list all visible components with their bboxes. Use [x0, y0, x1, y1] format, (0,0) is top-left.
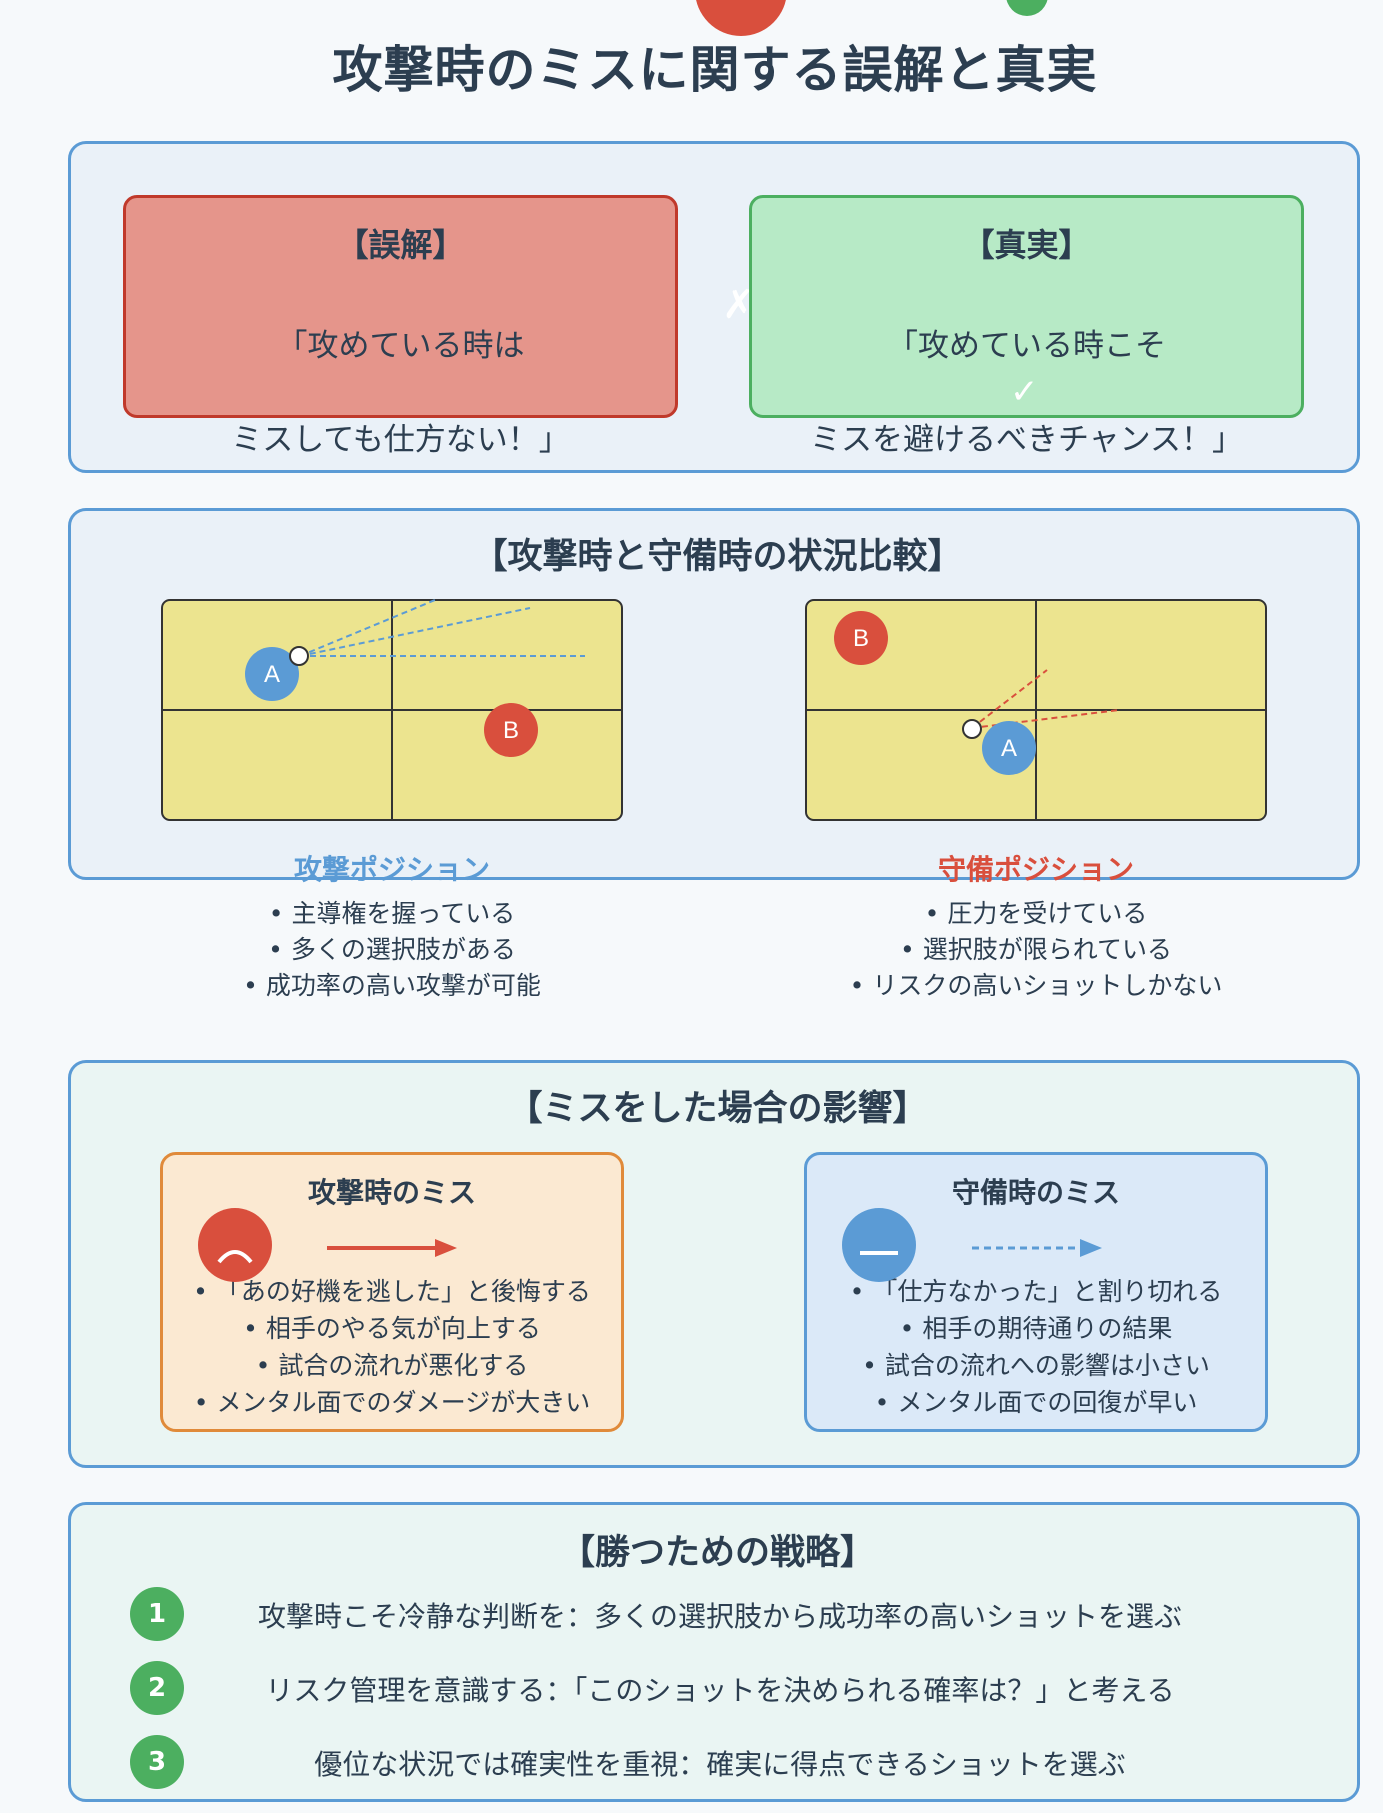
attack-miss-heading: 攻撃時のミス [307, 1176, 476, 1209]
check-icon: ✓ [1010, 372, 1039, 412]
arrow-right-icon [327, 1239, 457, 1257]
list-item: 選択肢が限られている [806, 932, 1266, 968]
misconception-line-1: 「攻めている時は [276, 328, 525, 364]
truth-card: 【真実】 「攻めている時こそ ミスを避けるべきチャンス！」 [749, 195, 1304, 458]
list-item: 成功率の高い攻撃が可能 [162, 968, 622, 1004]
truth-line-1: 「攻めている時こそ [887, 328, 1166, 364]
strategy-title: 【勝つための戦略】 [559, 1533, 875, 1573]
list-item: 試合の流れが悪化する [163, 1347, 621, 1384]
attack-miss-bullets: 「あの好機を逃した」と後悔する 相手のやる気が向上する 試合の流れが悪化する メ… [163, 1273, 621, 1421]
list-item: 「あの好機を逃した」と後悔する [163, 1273, 621, 1310]
attack-player-b-label: B [503, 717, 519, 744]
step-text: 優位な状況では確実性を重視：確実に得点できるショットを選ぶ [314, 1748, 1126, 1781]
list-item: 相手のやる気が向上する [163, 1310, 621, 1347]
list-item: 多くの選択肢がある [162, 932, 622, 968]
step-text: リスク管理を意識する：「このショットを決められる確率は？」と考える [265, 1674, 1175, 1707]
attack-court-diagram: A B [161, 599, 623, 821]
attack-position-label: 攻撃ポジション [293, 853, 490, 886]
misconception-card: 【誤解】 「攻めている時は ミスしても仕方ない！」 [123, 195, 678, 458]
shuttle-icon [289, 646, 309, 666]
defense-miss-card: 守備時のミス 「仕方なかった」と割り切れる 相手の期待通りの結果 試合の流れへの… [804, 1152, 1268, 1432]
decorative-green-circle [1006, 0, 1048, 16]
sad-face-icon [198, 1208, 272, 1282]
step-number-badge: 2 [130, 1661, 184, 1715]
truth-heading: 【真実】 [962, 226, 1091, 264]
defense-shot-line [971, 669, 1048, 729]
attack-position-bullets: 主導権を握っている 多くの選択肢がある 成功率の高い攻撃が可能 [162, 896, 622, 1004]
misconception-heading: 【誤解】 [336, 226, 465, 264]
list-item: 圧力を受けている [806, 896, 1266, 932]
attack-player-b [484, 703, 538, 757]
list-item: メンタル面でのダメージが大きい [163, 1384, 621, 1421]
step-number-badge: 3 [130, 1735, 184, 1789]
attack-miss-card: 攻撃時のミス 「あの好機を逃した」と後悔する 相手のやる気が向上する 試合の流れ… [160, 1152, 624, 1432]
impact-title: 【ミスをした場合の影響】 [507, 1089, 928, 1129]
list-item: 相手の期待通りの結果 [807, 1310, 1265, 1347]
attack-shot-line [299, 599, 436, 657]
attack-player-a [245, 647, 299, 701]
step-text: 攻撃時こそ冷静な判断を：多くの選択肢から成功率の高いショットを選ぶ [257, 1600, 1182, 1633]
neutral-face-icon [842, 1208, 916, 1282]
defense-player-a-label: A [1001, 735, 1017, 762]
strategy-step: 2 リスク管理を意識する：「このショットを決められる確率は？」と考える [130, 1661, 1230, 1721]
list-item: 試合の流れへの影響は小さい [807, 1347, 1265, 1384]
defense-player-a [982, 721, 1036, 775]
strategy-step: 3 優位な状況では確実性を重視：確実に得点できるショットを選ぶ [130, 1735, 1230, 1795]
attack-shot-line [299, 607, 531, 657]
misconception-line-2: ミスしても仕方ない！」 [231, 422, 570, 458]
list-item: リスクの高いショットしかない [806, 968, 1266, 1004]
list-item: メンタル面での回復が早い [807, 1384, 1265, 1421]
defense-miss-heading: 守備時のミス [951, 1176, 1120, 1209]
shuttle-icon [962, 719, 982, 739]
defense-position-bullets: 圧力を受けている 選択肢が限られている リスクの高いショットしかない [806, 896, 1266, 1004]
strategy-panel [68, 1502, 1360, 1802]
attack-player-a-label: A [264, 661, 280, 688]
defense-court-diagram: B A [805, 599, 1267, 821]
comparison-title: 【攻撃時と守備時の状況比較】 [472, 537, 963, 577]
defense-player-b-label: B [853, 625, 869, 652]
list-item: 主導権を握っている [162, 896, 622, 932]
truth-line-2: ミスを避けるべきチャンス！」 [809, 422, 1244, 458]
defense-player-b [834, 611, 888, 665]
strategy-step: 1 攻撃時こそ冷静な判断を：多くの選択肢から成功率の高いショットを選ぶ [130, 1587, 1230, 1647]
step-number-badge: 1 [130, 1587, 184, 1641]
defense-miss-bullets: 「仕方なかった」と割り切れる 相手の期待通りの結果 試合の流れへの影響は小さい … [807, 1273, 1265, 1421]
page-title: 攻撃時のミスに関する誤解と真実 [332, 41, 1098, 99]
defense-position-label: 守備ポジション [937, 853, 1134, 886]
dashed-arrow-right-icon [972, 1239, 1102, 1257]
list-item: 「仕方なかった」と割り切れる [807, 1273, 1265, 1310]
